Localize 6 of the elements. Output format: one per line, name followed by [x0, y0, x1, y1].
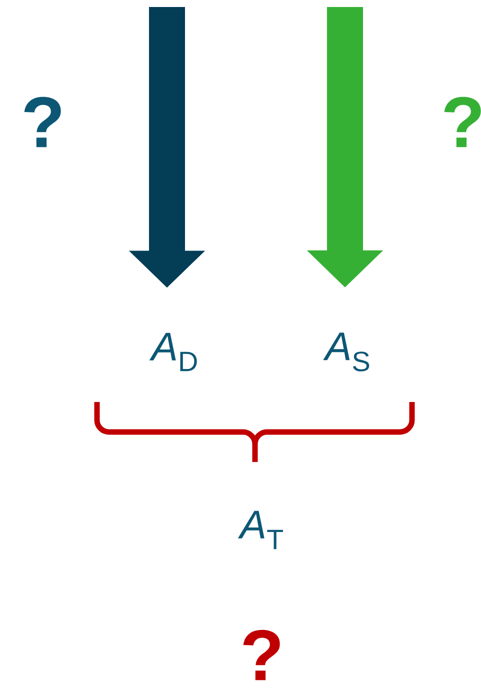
question-mark: ?: [243, 630, 280, 680]
symbol-label: A$_{S}$: [323, 332, 370, 372]
symbol-label: A$_{D}$: [149, 332, 197, 372]
question-mark: ?: [24, 96, 61, 148]
question-mark: ?: [444, 96, 481, 148]
symbol-label: A$_{T}$: [238, 510, 283, 550]
